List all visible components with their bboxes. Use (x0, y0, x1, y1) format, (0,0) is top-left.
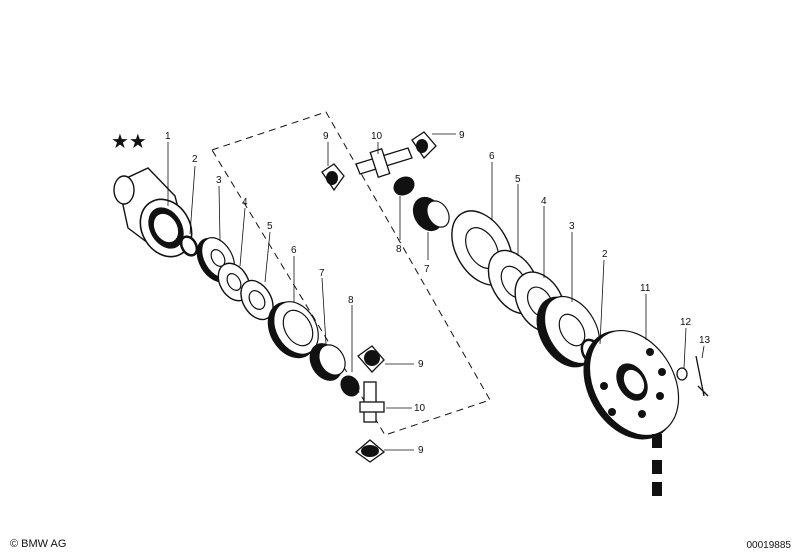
side-gear-part (309, 343, 346, 381)
registration-marks (652, 434, 662, 496)
copyright-text: © BMW AG (10, 538, 67, 550)
label-2: 2 (192, 154, 198, 165)
label-9: 9 (418, 445, 424, 456)
label-1: 1 (165, 131, 171, 142)
bolt-part (676, 367, 688, 381)
pinion-shaft-part (359, 381, 385, 423)
diagram-code: 00019885 (746, 540, 792, 551)
label-4: 4 (541, 196, 547, 207)
label-13: 13 (699, 335, 711, 346)
label-11: 11 (640, 283, 651, 294)
thrust-ring-part (179, 235, 199, 257)
label-3: 3 (216, 175, 222, 186)
label-4: 4 (242, 197, 248, 208)
label-5: 5 (267, 221, 273, 232)
clutch-plate-part (240, 279, 274, 321)
spacer-washer-part (393, 176, 415, 196)
label-7: 7 (424, 264, 430, 275)
label-5: 5 (515, 174, 521, 185)
label-2: 2 (602, 249, 608, 260)
label-12: 12 (680, 317, 692, 328)
label-10: 10 (414, 403, 426, 414)
label-7: 7 (319, 268, 325, 279)
pin-part (695, 355, 709, 397)
label-6: 6 (489, 151, 495, 162)
pinion-gear-part (357, 345, 385, 373)
label-9: 9 (459, 130, 465, 141)
label-9: 9 (418, 359, 424, 370)
label-3: 3 (569, 221, 575, 232)
leader-lines (167, 133, 705, 451)
pressure-ring-part (267, 301, 319, 359)
differential-housing-part (113, 167, 193, 258)
spacer-washer-part (340, 375, 360, 397)
side-gear-part (412, 196, 450, 232)
label-8: 8 (348, 295, 354, 306)
pinion-shaft-part (355, 147, 413, 179)
pinion-gear-part (411, 131, 437, 160)
housing-cover-part (583, 329, 680, 440)
label-8: 8 (396, 244, 402, 255)
stars-label: ★★ (111, 129, 147, 153)
pinion-gear-part (354, 439, 386, 463)
label-6: 6 (291, 245, 297, 256)
pinion-gear-part (321, 163, 345, 192)
label-10: 10 (371, 131, 383, 142)
dashed-boundary (211, 111, 491, 436)
label-9: 9 (323, 131, 329, 142)
